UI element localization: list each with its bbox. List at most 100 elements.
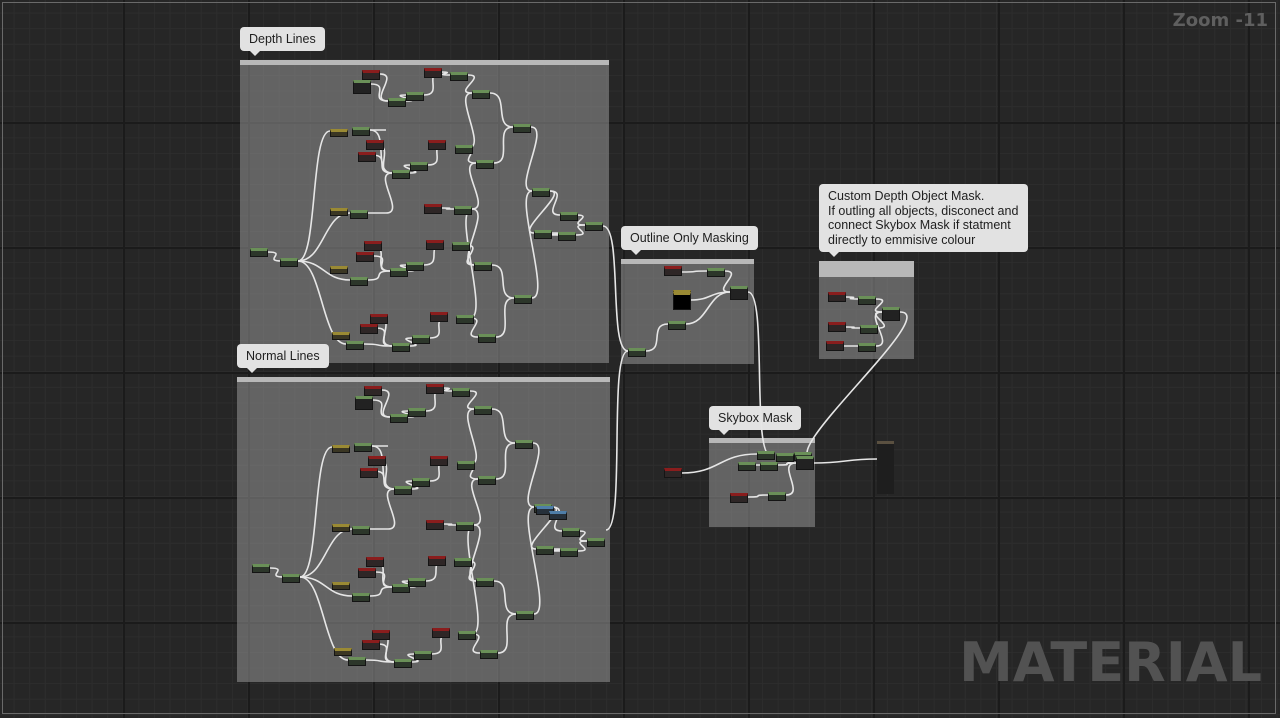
math-node[interactable] (738, 462, 756, 471)
math-node[interactable] (456, 522, 474, 531)
math-node[interactable] (513, 124, 531, 133)
comment-title-depth-lines[interactable]: Depth Lines (240, 27, 325, 56)
parameter-node[interactable] (358, 568, 376, 578)
parameter-node[interactable] (826, 341, 844, 351)
math-node[interactable] (406, 92, 424, 101)
parameter-node[interactable] (424, 68, 442, 78)
math-node[interactable] (534, 230, 552, 239)
comment-box-outline-only-masking[interactable] (621, 259, 754, 364)
texture-sample-node[interactable] (536, 506, 554, 515)
math-node[interactable] (562, 528, 580, 537)
math-node[interactable] (414, 651, 432, 660)
math-node[interactable] (454, 558, 472, 567)
math-node[interactable] (476, 578, 494, 587)
math-node[interactable] (412, 478, 430, 487)
math-node[interactable] (587, 538, 605, 547)
parameter-node[interactable] (366, 140, 384, 150)
parameter-node[interactable] (372, 630, 390, 640)
math-node[interactable] (673, 292, 691, 310)
math-node[interactable] (412, 335, 430, 344)
parameter-node[interactable] (426, 240, 444, 250)
math-node[interactable] (730, 286, 748, 300)
math-node[interactable] (394, 659, 412, 668)
parameter-node[interactable] (366, 557, 384, 567)
constant-node[interactable] (332, 524, 350, 532)
parameter-node[interactable] (368, 456, 386, 466)
parameter-node[interactable] (360, 324, 378, 334)
math-node[interactable] (860, 325, 878, 334)
math-node[interactable] (514, 295, 532, 304)
math-node[interactable] (707, 268, 725, 277)
parameter-node[interactable] (358, 152, 376, 162)
math-node[interactable] (585, 222, 603, 231)
math-node[interactable] (668, 321, 686, 330)
math-node[interactable] (452, 388, 470, 397)
parameter-node[interactable] (426, 520, 444, 530)
math-node[interactable] (280, 258, 298, 267)
math-node[interactable] (348, 657, 366, 666)
math-node[interactable] (536, 546, 554, 555)
math-node[interactable] (476, 160, 494, 169)
parameter-node[interactable] (432, 628, 450, 638)
comment-title-normal-lines[interactable]: Normal Lines (237, 344, 329, 373)
math-node[interactable] (350, 277, 368, 286)
math-node[interactable] (350, 210, 368, 219)
math-node[interactable] (474, 262, 492, 271)
math-node[interactable] (353, 80, 371, 94)
parameter-node[interactable] (364, 241, 382, 251)
math-node[interactable] (450, 72, 468, 81)
math-node[interactable] (346, 341, 364, 350)
parameter-node[interactable] (362, 70, 380, 80)
constant-node[interactable] (332, 332, 350, 340)
math-node[interactable] (390, 414, 408, 423)
math-node[interactable] (392, 170, 410, 179)
math-node[interactable] (558, 232, 576, 241)
math-node[interactable] (478, 334, 496, 343)
constant-node[interactable] (332, 582, 350, 590)
math-node[interactable] (352, 526, 370, 535)
math-node[interactable] (406, 262, 424, 271)
math-node[interactable] (410, 162, 428, 171)
parameter-node[interactable] (430, 312, 448, 322)
math-node[interactable] (456, 315, 474, 324)
math-node[interactable] (516, 611, 534, 620)
math-node[interactable] (776, 453, 794, 462)
math-node[interactable] (455, 145, 473, 154)
constant-node[interactable] (330, 266, 348, 274)
math-node[interactable] (858, 343, 876, 352)
math-node[interactable] (858, 296, 876, 305)
math-node[interactable] (882, 307, 900, 321)
math-node[interactable] (457, 461, 475, 470)
parameter-node[interactable] (360, 468, 378, 478)
comment-title-outline-only-masking[interactable]: Outline Only Masking (621, 226, 758, 255)
math-node[interactable] (392, 343, 410, 352)
parameter-node[interactable] (424, 204, 442, 214)
parameter-node[interactable] (362, 640, 380, 650)
math-node[interactable] (768, 492, 786, 501)
math-node[interactable] (757, 451, 775, 460)
parameter-node[interactable] (828, 292, 846, 302)
math-node[interactable] (474, 406, 492, 415)
math-node[interactable] (390, 268, 408, 277)
math-node[interactable] (532, 188, 550, 197)
comment-title-custom-depth-mask[interactable]: Custom Depth Object Mask. If outling all… (819, 184, 1028, 257)
math-node[interactable] (454, 206, 472, 215)
constant-node[interactable] (330, 129, 348, 137)
parameter-node[interactable] (664, 266, 682, 276)
parameter-node[interactable] (828, 322, 846, 332)
comment-box-normal-lines[interactable] (237, 377, 610, 682)
parameter-node[interactable] (664, 468, 682, 478)
constant-node[interactable] (330, 208, 348, 216)
math-node[interactable] (796, 456, 814, 470)
math-node[interactable] (394, 486, 412, 495)
math-node[interactable] (282, 574, 300, 583)
parameter-node[interactable] (730, 493, 748, 503)
math-node[interactable] (472, 90, 490, 99)
math-node[interactable] (480, 650, 498, 659)
math-node[interactable] (408, 578, 426, 587)
parameter-node[interactable] (364, 386, 382, 396)
math-node[interactable] (408, 408, 426, 417)
math-node[interactable] (352, 127, 370, 136)
math-node[interactable] (628, 348, 646, 357)
